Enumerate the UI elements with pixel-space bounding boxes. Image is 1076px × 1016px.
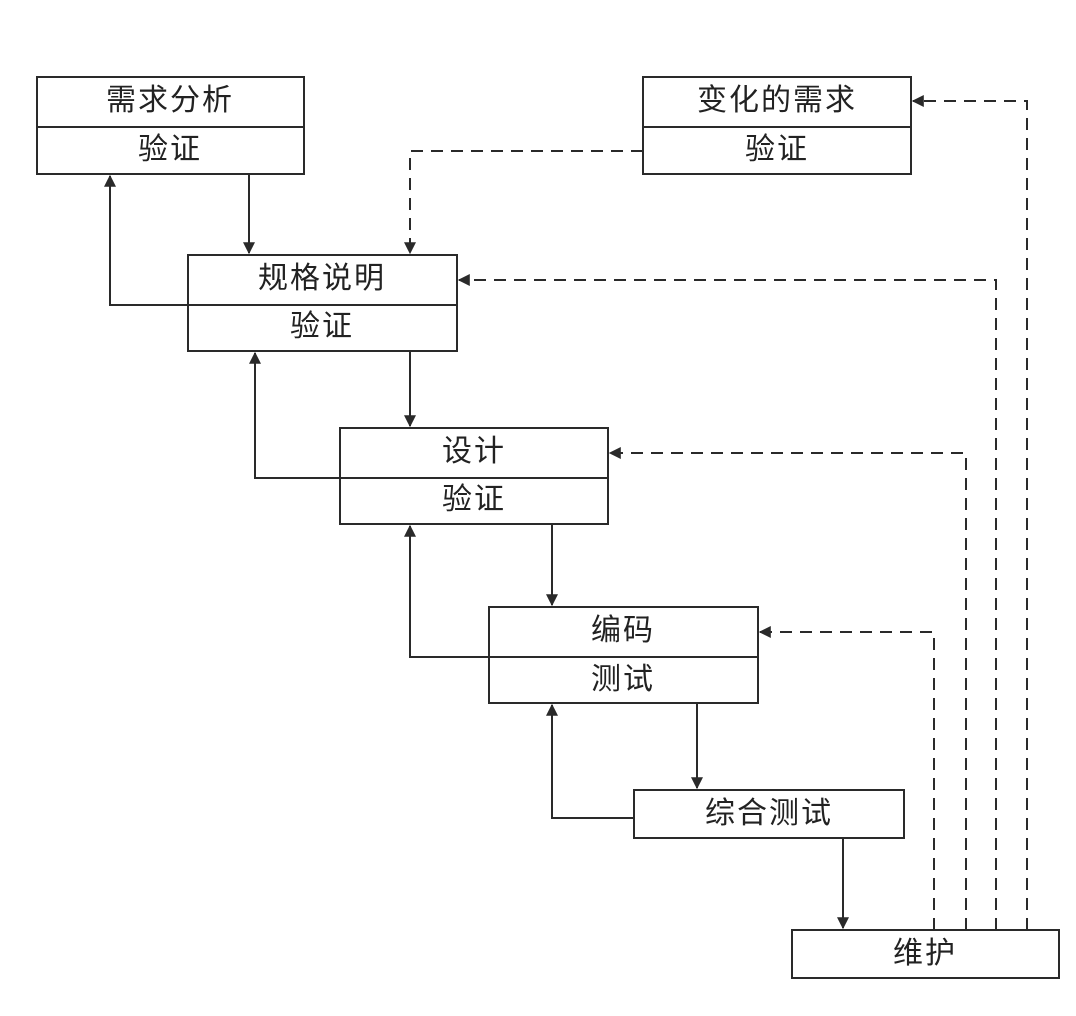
dashed-maint-to-coding [758,626,935,930]
dashed-maint-to-changed-req [911,95,1028,930]
specification-title: 规格说明 [258,261,386,296]
requirements-analysis-validation: 验证 [138,132,202,167]
requirements-analysis-title: 需求分析 [106,83,234,118]
design-validation: 验证 [442,482,506,517]
design-title: 设计 [442,434,506,469]
integration-test-box: 综合测试 [633,789,905,839]
changed-requirements-validation: 验证 [745,132,809,167]
feedback-arrows [104,174,634,819]
design-box: 设计 验证 [339,427,609,525]
requirements-analysis-box: 需求分析 验证 [36,76,305,175]
changed-requirements-box: 变化的需求 验证 [642,76,912,175]
feedback-spec-to-req [104,174,188,306]
dashed-changed-req-to-spec [404,150,643,255]
coding-title: 编码 [591,613,655,648]
dashed-maint-to-spec [457,274,997,930]
forward-flow-arrows [243,174,849,930]
feedback-design-to-spec [249,351,340,479]
integration-test-title: 综合测试 [705,796,833,831]
maintenance-box: 维护 [791,929,1060,979]
maintenance-title: 维护 [893,936,957,971]
feedback-integration-to-coding [546,703,634,819]
maintenance-feedback-lines [404,95,1028,930]
coding-test: 测试 [591,662,655,697]
coding-box: 编码 测试 [488,606,759,704]
changed-requirements-title: 变化的需求 [697,83,857,118]
specification-box: 规格说明 验证 [187,254,458,352]
feedback-coding-to-design [404,524,489,658]
specification-validation: 验证 [290,309,354,344]
